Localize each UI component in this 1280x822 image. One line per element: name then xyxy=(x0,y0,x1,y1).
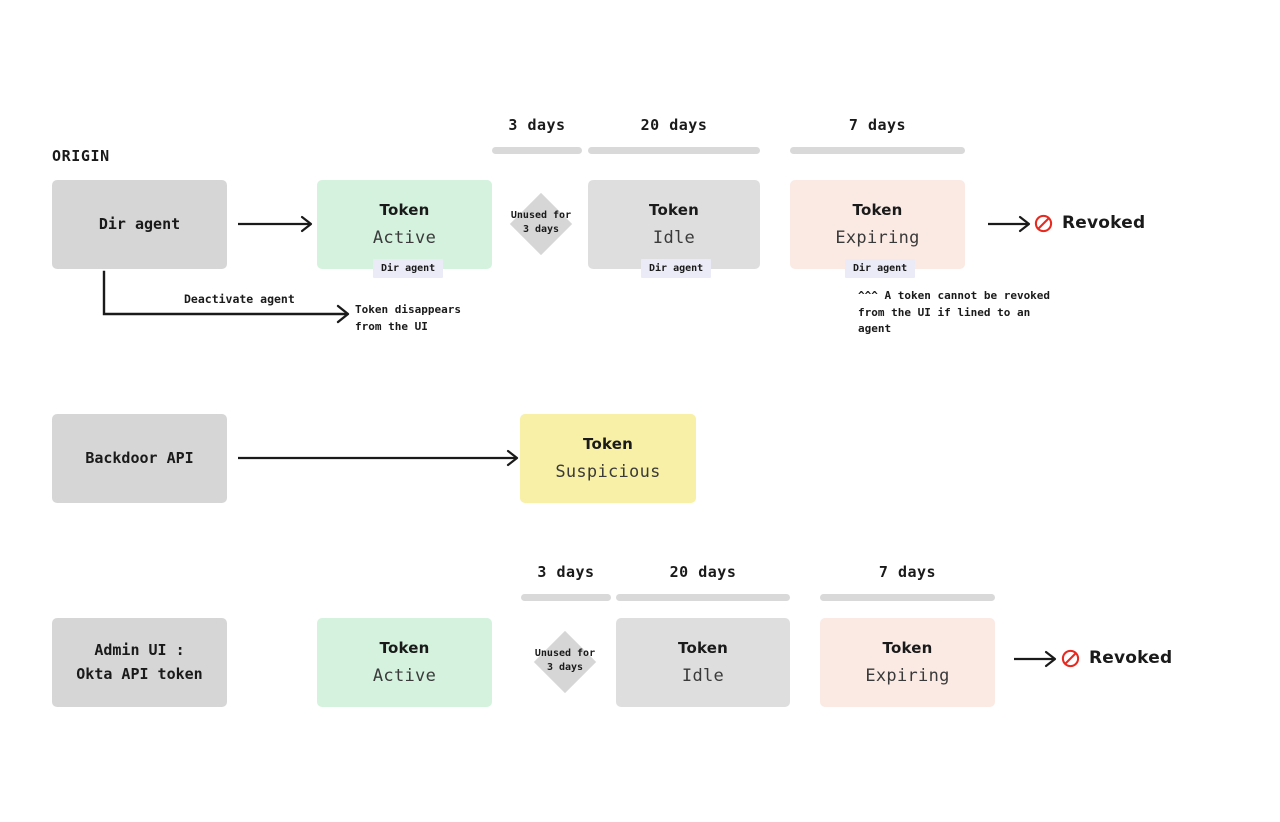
state-box-active-dir[interactable]: Token Active xyxy=(317,180,492,269)
state-box-suspicious[interactable]: Token Suspicious xyxy=(520,414,696,503)
prohibited-icon xyxy=(1061,649,1080,667)
prohibited-icon xyxy=(1034,214,1053,232)
arrow-deactivate-agent xyxy=(102,270,350,324)
source-box-label: Backdoor API xyxy=(85,448,194,467)
state-value: Idle xyxy=(652,228,696,248)
origin-label: ORIGIN xyxy=(52,147,110,165)
terminal-revoked-admin: Revoked xyxy=(1061,648,1172,668)
state-title: Token xyxy=(852,201,903,219)
arrow-expiring-to-revoked-admin xyxy=(1014,650,1057,668)
state-box-idle-dir[interactable]: Token Idle xyxy=(588,180,760,269)
arrow-backdoor-to-suspicious xyxy=(238,449,519,467)
arrow-source-to-active xyxy=(238,215,313,233)
state-box-idle-admin[interactable]: Token Idle xyxy=(616,618,790,707)
gate-label-dir: Unused for 3 days xyxy=(510,210,572,235)
state-value: Expiring xyxy=(865,666,950,686)
terminal-revoked-label: Revoked xyxy=(1089,648,1173,668)
source-box-admin-ui[interactable]: Admin UI : Okta API token xyxy=(52,618,227,707)
state-title: Token xyxy=(379,639,430,657)
arrow-expiring-to-revoked-dir xyxy=(988,215,1031,233)
branch-target-token-disappears: Token disappears from the UI xyxy=(355,303,461,333)
edge-label-deactivate-agent: Deactivate agent xyxy=(184,292,295,306)
duration-label-bottom-2: 20 days xyxy=(669,563,737,581)
note-revoke-restriction: ^^^ A token cannot be revoked from the U… xyxy=(858,289,1051,335)
duration-bar-bottom-1 xyxy=(521,594,611,601)
state-value: Idle xyxy=(681,666,725,686)
source-box-backdoor-api[interactable]: Backdoor API xyxy=(52,414,227,503)
state-value: Expiring xyxy=(835,228,920,248)
state-box-active-admin[interactable]: Token Active xyxy=(317,618,492,707)
duration-label-bottom-3: 7 days xyxy=(878,563,937,581)
state-value: Active xyxy=(372,228,437,248)
state-title: Token xyxy=(583,435,633,453)
state-box-expiring-admin[interactable]: Token Expiring xyxy=(820,618,995,707)
duration-label-top-1: 3 days xyxy=(508,116,566,134)
agent-badge-expiring-dir: Dir agent xyxy=(845,259,916,278)
agent-badge-idle-dir: Dir agent xyxy=(641,259,712,278)
agent-badge-active-dir: Dir agent xyxy=(373,259,444,278)
duration-label-top-2: 20 days xyxy=(640,116,708,134)
duration-label-top-3: 7 days xyxy=(848,116,907,134)
terminal-revoked-dir: Revoked xyxy=(1034,213,1145,233)
source-box-label: Admin UI : Okta API token xyxy=(76,641,203,683)
state-title: Token xyxy=(649,201,699,219)
state-title: Token xyxy=(882,639,933,657)
duration-bar-top-3 xyxy=(790,147,965,154)
duration-label-bottom-1: 3 days xyxy=(537,563,595,581)
source-box-dir-agent[interactable]: Dir agent xyxy=(52,180,227,269)
duration-bar-top-1 xyxy=(492,147,582,154)
duration-bar-bottom-2 xyxy=(616,594,790,601)
duration-bar-top-2 xyxy=(588,147,760,154)
state-value: Suspicious xyxy=(555,462,661,482)
duration-bar-bottom-3 xyxy=(820,594,995,601)
state-title: Token xyxy=(678,639,728,657)
state-box-expiring-dir[interactable]: Token Expiring xyxy=(790,180,965,269)
source-box-label: Dir agent xyxy=(98,214,181,233)
state-value: Active xyxy=(372,666,437,686)
gate-label-admin: Unused for 3 days xyxy=(534,648,596,673)
terminal-revoked-label: Revoked xyxy=(1062,213,1146,233)
state-title: Token xyxy=(379,201,430,219)
